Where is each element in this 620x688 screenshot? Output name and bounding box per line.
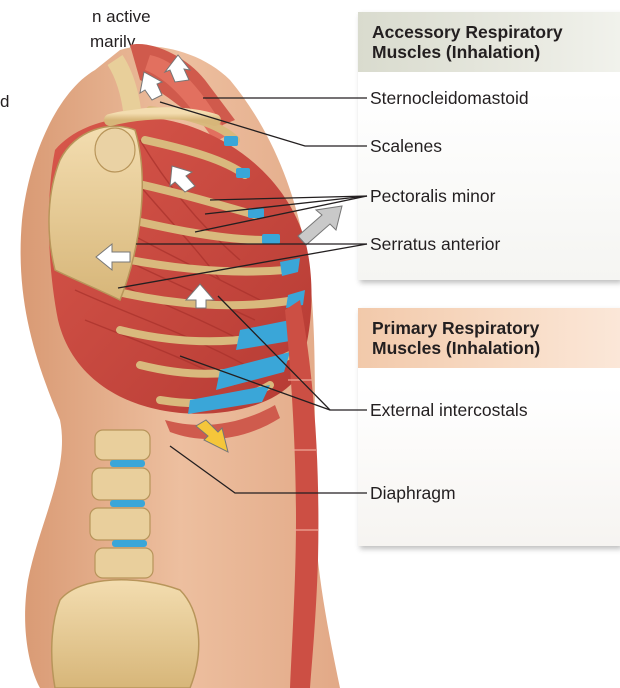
label-diaphragm: Diaphragm — [370, 483, 456, 503]
label-pectoralis-minor: Pectoralis minor — [370, 186, 495, 206]
label-serratus-anterior: Serratus anterior — [370, 234, 500, 254]
humeral-head — [95, 128, 135, 172]
label-external-intercostals: External intercostals — [370, 400, 528, 420]
pelvis — [52, 580, 199, 688]
arrow-gray-right — [298, 206, 342, 245]
label-scalenes: Scalenes — [370, 136, 442, 156]
label-sternocleidomastoid: Sternocleidomastoid — [370, 88, 529, 108]
